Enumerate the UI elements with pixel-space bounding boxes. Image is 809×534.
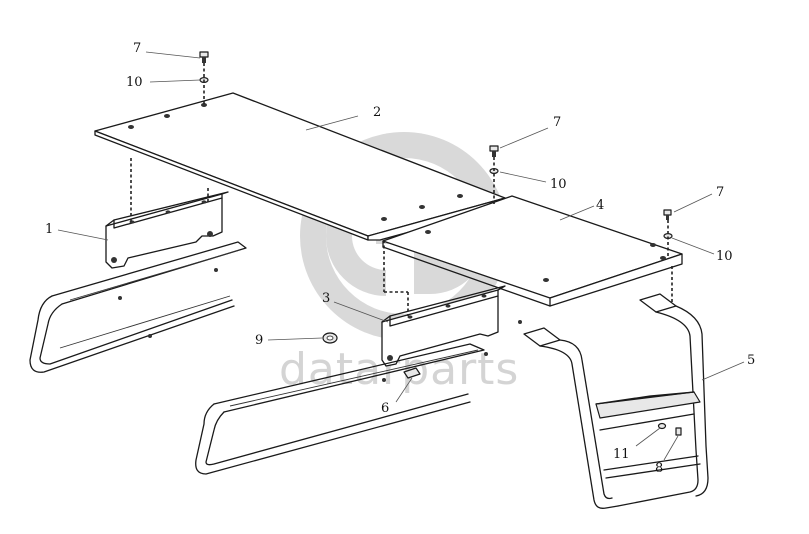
callout-labels: 7 10 2 7 10 7 4 10 1 3 9 6 5 11 8 xyxy=(45,41,755,476)
callout-8: 8 xyxy=(655,461,663,476)
lower-rail-context xyxy=(195,320,522,475)
callout-5: 5 xyxy=(747,353,755,368)
left-rail-context xyxy=(29,241,247,373)
part-1-left-bracket xyxy=(105,191,229,269)
callout-7: 7 xyxy=(553,115,561,130)
callout-6: 6 xyxy=(381,401,389,416)
callout-10: 10 xyxy=(550,177,567,192)
callout-2: 2 xyxy=(373,105,381,120)
callout-10: 10 xyxy=(126,75,143,90)
callout-9: 9 xyxy=(255,333,263,348)
screw-7-top-left xyxy=(199,51,209,58)
callout-7: 7 xyxy=(133,41,141,56)
callout-10: 10 xyxy=(716,249,733,264)
callout-3: 3 xyxy=(322,291,330,306)
callout-7: 7 xyxy=(716,185,724,200)
assembly-guide-lines xyxy=(130,63,673,316)
screw-7-middle xyxy=(489,145,499,152)
part-5-step-ladder xyxy=(523,293,709,509)
part-2-top-panel xyxy=(94,92,506,241)
part-3-middle-bracket xyxy=(381,285,506,367)
callout-4: 4 xyxy=(596,198,604,213)
callout-1: 1 xyxy=(45,222,53,237)
bolt-6 xyxy=(403,367,421,379)
leader-lines xyxy=(57,51,745,461)
part-4-right-panel xyxy=(382,195,683,307)
fasteners xyxy=(199,51,673,379)
screw-7-right xyxy=(663,209,672,216)
callout-11: 11 xyxy=(613,447,630,462)
